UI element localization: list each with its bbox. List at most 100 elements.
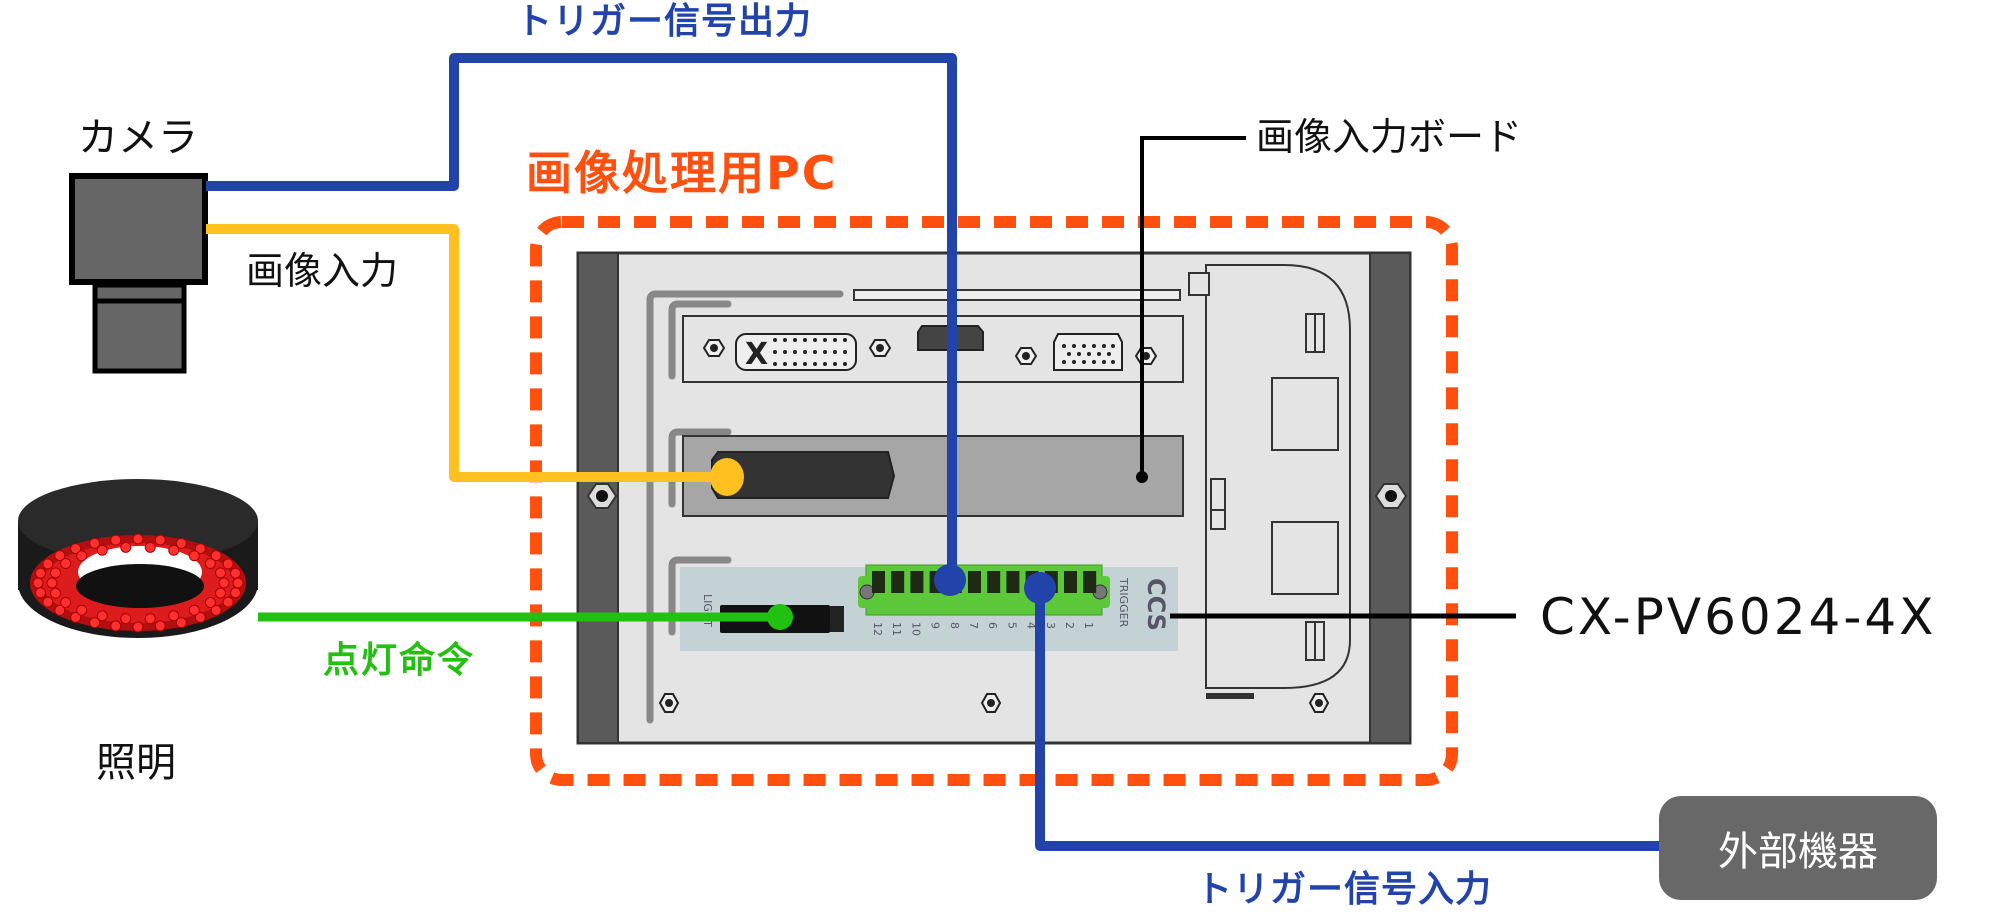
led [229, 587, 241, 599]
bottom-screw [658, 693, 680, 713]
led [215, 567, 227, 579]
led [232, 577, 244, 589]
terminal-slot[interactable] [910, 571, 924, 593]
led [222, 596, 234, 608]
bracket-hook [668, 300, 732, 380]
terminal-number: 11 [890, 622, 903, 636]
terminal-slot[interactable] [1064, 571, 1077, 593]
image-input-board-label: 画像入力ボード [1256, 115, 1523, 159]
terminal-slot[interactable] [1083, 571, 1097, 593]
bottom-screw [980, 693, 1002, 713]
led [194, 543, 206, 555]
light-port-label: LIGHT [701, 594, 714, 627]
led [89, 617, 101, 629]
terminal-number: 5 [1005, 622, 1018, 629]
trigger-output-terminal [934, 564, 966, 596]
led [60, 558, 72, 570]
led [76, 604, 88, 616]
trigger-output-label: トリガー信号出力 [516, 1, 813, 42]
led [110, 534, 122, 546]
rail-screw-left [586, 483, 618, 509]
graphics-card-bracket: X [682, 315, 1184, 383]
power-supply-outline [1188, 264, 1351, 689]
bottom-screw [1308, 693, 1330, 713]
model-label: CX-PV6024-4X [1540, 588, 1937, 646]
terminal-number: 10 [909, 622, 922, 636]
led [175, 537, 187, 549]
lighting-command-label: 点灯命令 [323, 640, 476, 681]
trigger-output-line [206, 53, 957, 578]
led [222, 558, 234, 570]
led [229, 567, 241, 579]
led [168, 610, 180, 622]
terminal-slot[interactable] [1006, 571, 1020, 593]
board-leader-line [1140, 136, 1246, 476]
external-device-box: 外部機器 [1659, 796, 1937, 900]
terminal-number: 7 [967, 622, 980, 629]
top-slot [853, 289, 1181, 301]
led [144, 541, 156, 553]
led [35, 567, 47, 579]
svg-text:X: X [745, 337, 768, 372]
lighting-label: 照明 [96, 740, 176, 786]
terminal-number: 6 [986, 622, 999, 629]
led [54, 550, 66, 562]
led [70, 543, 82, 555]
led [204, 558, 216, 570]
led [120, 541, 132, 553]
terminal-number: 3 [1044, 622, 1057, 629]
terminal-number: 2 [1063, 622, 1076, 629]
led [42, 558, 54, 570]
led [210, 604, 222, 616]
terminal-number: 9 [929, 622, 942, 629]
rail-screw-right [1374, 483, 1408, 509]
led [144, 613, 156, 625]
camera-link-connector [711, 451, 896, 499]
led [210, 550, 222, 562]
led [215, 587, 227, 599]
image-input-board-bracket [682, 435, 1184, 517]
led [188, 604, 200, 616]
led [218, 577, 230, 589]
led [76, 550, 88, 562]
image-input-label: 画像入力 [246, 249, 399, 293]
terminal-slot[interactable] [968, 571, 981, 593]
terminal-number: 8 [948, 622, 961, 629]
led [154, 620, 166, 632]
bracket-hook [646, 290, 844, 724]
pc-chassis: X [576, 251, 1412, 745]
brand-logo: CCS [1142, 578, 1170, 631]
led [49, 567, 61, 579]
board-leader-dot [1136, 471, 1148, 483]
led [49, 587, 61, 599]
camera-label: カメラ [78, 115, 198, 161]
terminal-number: 12 [871, 622, 884, 636]
pc-title: 画像処理用PC [526, 146, 838, 200]
led [96, 544, 108, 556]
pc-boundary [530, 216, 1458, 786]
terminal-slot[interactable] [872, 571, 885, 593]
led [194, 611, 206, 623]
bracket-hook [668, 556, 732, 636]
led [132, 533, 144, 545]
led [168, 544, 180, 556]
led [110, 620, 122, 632]
led [132, 621, 144, 633]
terminal-screw-left [859, 584, 875, 600]
led [46, 577, 58, 589]
trigger-input-label: トリガー信号入力 [1196, 869, 1493, 910]
terminal-slot[interactable] [987, 571, 1001, 593]
terminal-number: 4 [1025, 622, 1038, 629]
led [175, 617, 187, 629]
external-device-label: 外部機器 [1718, 829, 1878, 875]
led [70, 611, 82, 623]
lighting-command-terminal [767, 604, 793, 630]
ring-light-icon [18, 479, 258, 638]
led [204, 596, 216, 608]
psu-vent [1206, 693, 1254, 699]
terminal-block[interactable] [865, 564, 1103, 616]
terminal-slot[interactable] [891, 571, 905, 593]
